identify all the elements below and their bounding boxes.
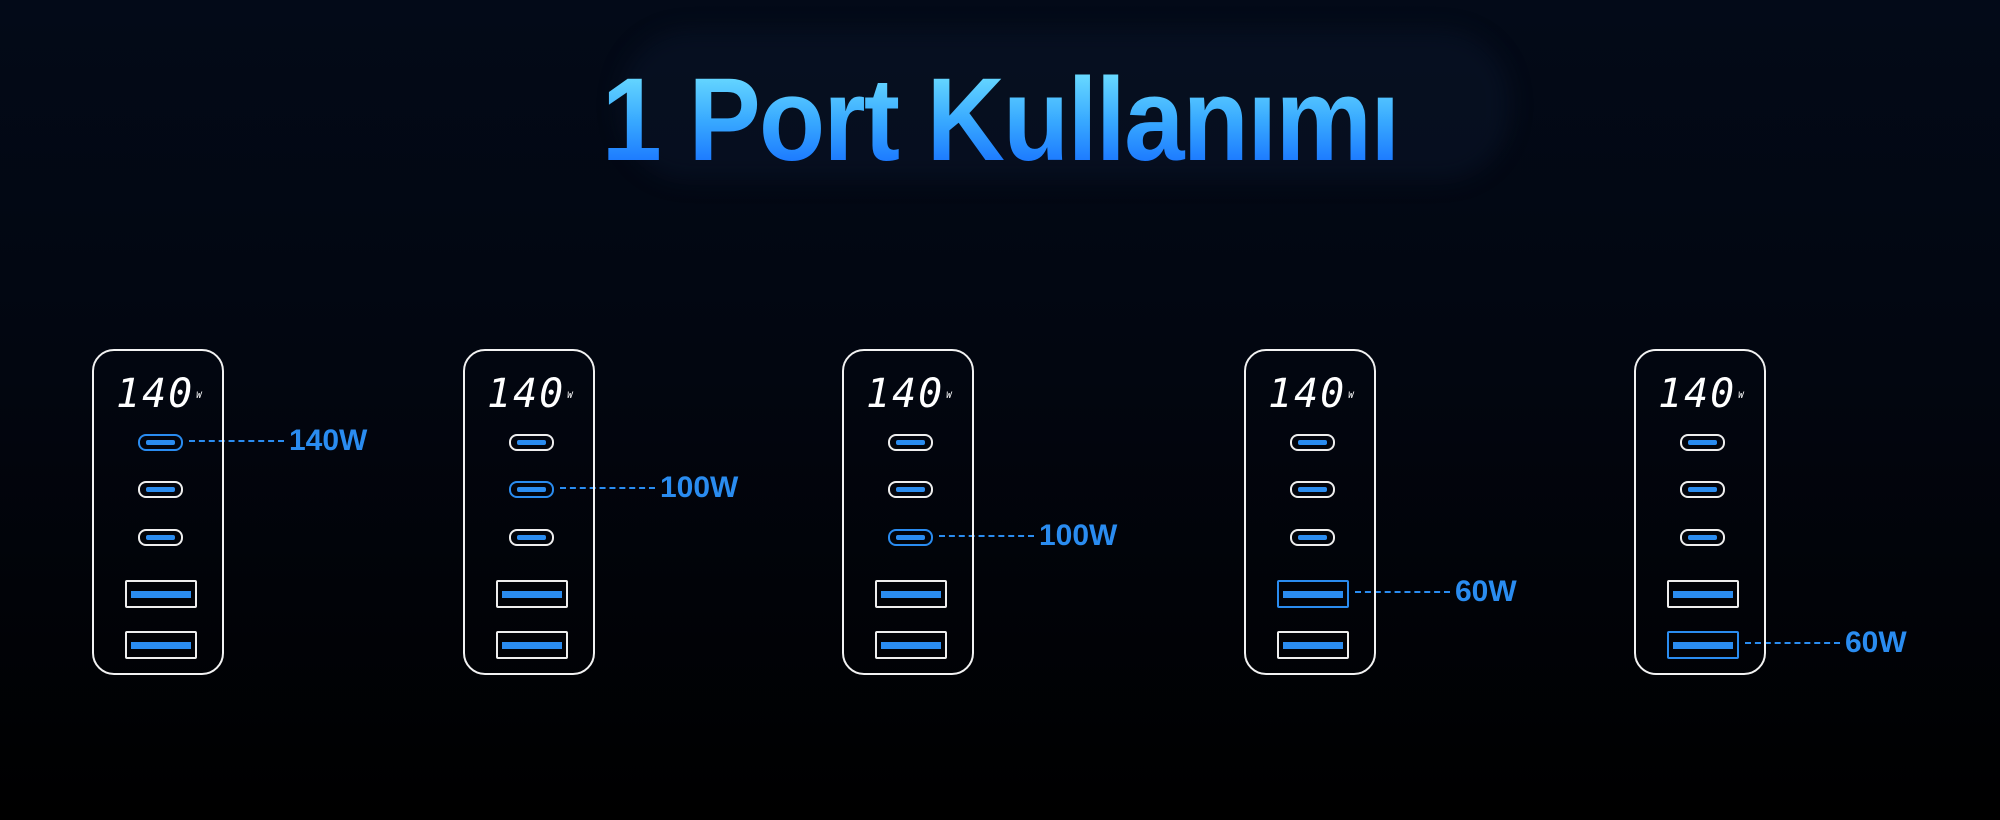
- port-slot: [517, 440, 546, 445]
- page-title: 1 Port Kullanımı: [80, 52, 1920, 188]
- port-slot: [517, 487, 546, 492]
- usb-c-3-port: [138, 529, 183, 546]
- port-power-label: 100W: [1039, 518, 1118, 552]
- port-power-label: 100W: [660, 470, 739, 504]
- usb-c-3-port: [1290, 529, 1335, 546]
- port-slot: [1673, 641, 1733, 649]
- usb-a-1-port: [125, 580, 197, 608]
- port-slot: [131, 590, 191, 598]
- port-slot: [1688, 535, 1717, 540]
- usb-c-2-port: [138, 481, 183, 498]
- port-slot: [1283, 590, 1343, 598]
- usb-c-1-port: [1290, 434, 1335, 451]
- usb-a-1-port: [496, 580, 568, 608]
- usb-a-1-port: [1277, 580, 1349, 608]
- usb-c-3-port: [509, 529, 554, 546]
- usb-c-1-port: [138, 434, 183, 451]
- usb-a-1-port: [1667, 580, 1739, 608]
- port-slot: [1673, 590, 1733, 598]
- usb-c-2-port: [509, 481, 554, 498]
- usb-a-2-port: [1667, 631, 1739, 659]
- usb-a-2-port: [496, 631, 568, 659]
- port-slot: [502, 590, 562, 598]
- usb-c-3-port: [1680, 529, 1725, 546]
- display-unit: W: [1348, 391, 1356, 401]
- leader-line: [189, 439, 284, 442]
- usb-c-1-port: [1680, 434, 1725, 451]
- display-unit: W: [1738, 391, 1746, 401]
- port-slot: [1688, 487, 1717, 492]
- display-value: 140: [866, 371, 945, 417]
- port-slot: [881, 590, 941, 598]
- port-power-label: 60W: [1455, 575, 1517, 608]
- port-slot: [146, 440, 175, 445]
- port-slot: [146, 487, 175, 492]
- port-slot: [517, 535, 546, 540]
- leader-line: [939, 534, 1034, 537]
- port-slot: [896, 487, 925, 492]
- port-slot: [1298, 440, 1327, 445]
- leader-line: [1745, 642, 1840, 644]
- usb-a-1-port: [875, 580, 947, 608]
- usb-a-2-port: [125, 631, 197, 659]
- display-unit: W: [196, 391, 204, 401]
- usb-c-1-port: [888, 434, 933, 451]
- usb-c-2-port: [1680, 481, 1725, 498]
- usb-c-1-port: [509, 434, 554, 451]
- port-slot: [146, 535, 175, 540]
- display-value: 140: [116, 371, 195, 417]
- display-value: 140: [487, 371, 566, 417]
- port-slot: [896, 535, 925, 540]
- usb-c-2-port: [1290, 481, 1335, 498]
- usb-a-2-port: [875, 631, 947, 659]
- usb-c-3-port: [888, 529, 933, 546]
- leader-line: [1355, 591, 1450, 593]
- display-unit: W: [946, 391, 954, 401]
- port-power-label: 140W: [289, 423, 368, 457]
- leader-line: [560, 486, 655, 489]
- usb-c-2-port: [888, 481, 933, 498]
- port-slot: [1298, 487, 1327, 492]
- port-slot: [131, 641, 191, 649]
- port-slot: [881, 641, 941, 649]
- display-value: 140: [1658, 371, 1737, 417]
- port-slot: [1298, 535, 1327, 540]
- port-power-label: 60W: [1845, 626, 1907, 659]
- display-unit: W: [567, 391, 575, 401]
- title-backdrop: [620, 30, 1510, 180]
- usb-a-2-port: [1277, 631, 1349, 659]
- display-value: 140: [1268, 371, 1347, 417]
- port-slot: [502, 641, 562, 649]
- port-slot: [896, 440, 925, 445]
- port-slot: [1283, 641, 1343, 649]
- port-slot: [1688, 440, 1717, 445]
